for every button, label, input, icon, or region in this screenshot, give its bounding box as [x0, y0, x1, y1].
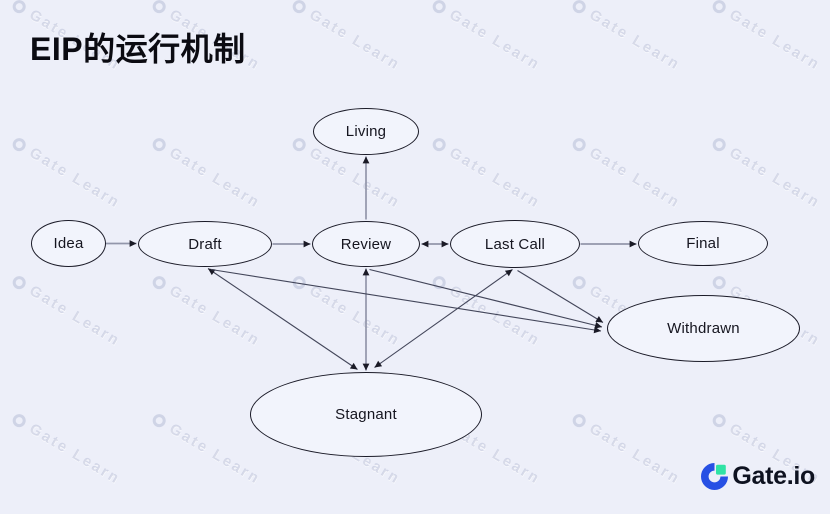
edge-review-withdrawn — [369, 268, 603, 329]
node-stagnant-label: Stagnant — [335, 406, 397, 423]
gateio-logo-text: Gate.io — [732, 462, 815, 490]
node-living: Living — [313, 108, 419, 155]
node-living-label: Living — [345, 123, 387, 140]
page-title: EIP的运行机制 — [30, 31, 246, 67]
node-final-label: Final — [686, 235, 720, 252]
node-withdrawn-label: Withdrawn — [667, 320, 740, 337]
gateio-logo-icon — [701, 463, 729, 490]
edge-draft-withdrawn — [210, 268, 602, 334]
node-final: Final — [638, 221, 768, 266]
node-idea-label: Idea — [53, 235, 84, 252]
node-stagnant: Stagnant — [250, 372, 482, 457]
node-draft-label: Draft — [188, 235, 222, 253]
node-draft: Draft — [138, 221, 272, 267]
edge-lastcall-stagnant — [374, 269, 513, 368]
node-review: Review — [312, 221, 420, 267]
node-last-call-label: Last Call — [484, 235, 546, 253]
edge-lastcall-withdrawn — [517, 270, 604, 323]
node-review-label: Review — [340, 235, 392, 253]
node-last-call: Last Call — [450, 220, 580, 268]
gateio-logo: Gate.io — [701, 462, 815, 491]
node-withdrawn: Withdrawn — [607, 295, 800, 362]
node-idea: Idea — [31, 220, 106, 267]
edge-draft-stagnant — [207, 268, 358, 370]
